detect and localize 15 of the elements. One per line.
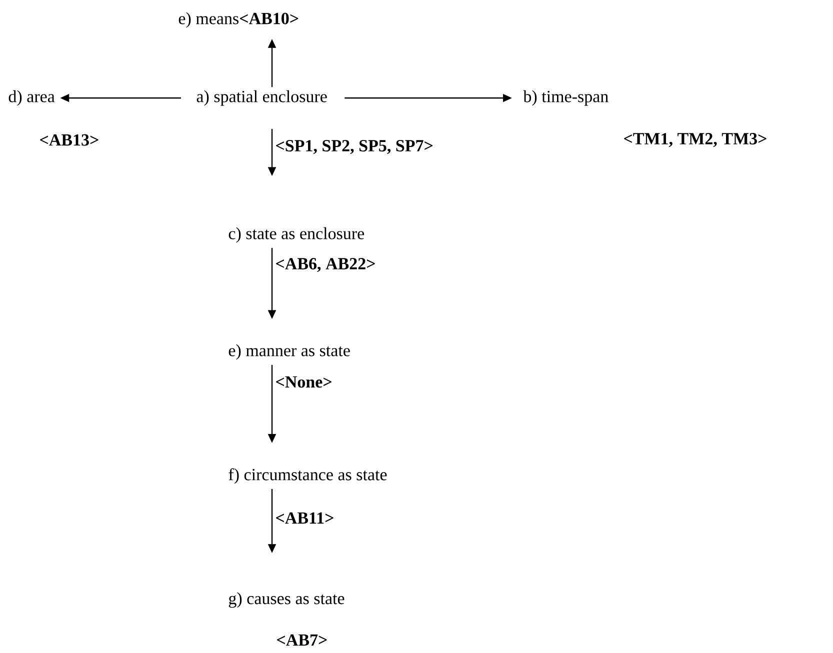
node-label: f) circumstance as state (228, 468, 387, 484)
node-label: e) means<AB10> (178, 12, 298, 28)
node-label: e) manner as state (228, 344, 350, 360)
code-label: <AB7> (277, 634, 327, 646)
node-label: d) area (8, 90, 55, 106)
code-label: <TM1, TM2, TM3> (624, 133, 766, 147)
node-label: b) time-span (523, 90, 608, 106)
edge-label: <AB6, AB22> (274, 257, 377, 273)
code-label: <AB13> (40, 134, 98, 146)
node-label: c) state as enclosure (228, 227, 364, 243)
node-label: g) causes as state (228, 592, 344, 608)
edge-label: <AB11> (274, 511, 336, 525)
node-label: a) spatial enclosure (196, 90, 327, 106)
edge-label: <SP1, SP2, SP5, SP7> (274, 139, 434, 155)
edge-label: <None> (274, 375, 334, 389)
